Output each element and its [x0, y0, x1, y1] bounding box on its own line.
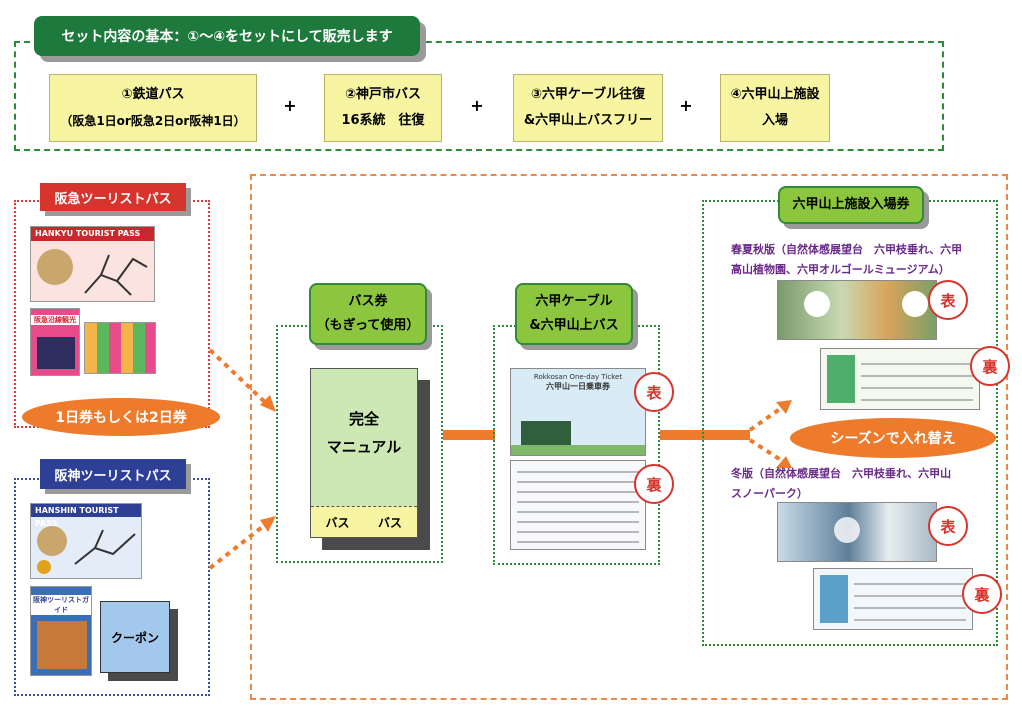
route-map-image: [74, 529, 136, 565]
hankyu-pass-thumbnail: HANKYU TOURIST PASS: [30, 226, 155, 302]
bus-ticket-label: バス券 （もぎって使用）: [309, 283, 427, 345]
front-marker: 表: [634, 372, 674, 412]
component-label: ②神戸市バス: [344, 87, 421, 102]
component-cable: ③六甲ケーブル往復 &六甲山上バスフリー: [513, 74, 663, 142]
cable-to-facility-connector: [660, 430, 750, 440]
cable-label: 六甲ケーブル &六甲山上バス: [515, 283, 633, 345]
summer-ticket-front: [777, 280, 937, 340]
summer-arrow-head: [776, 400, 792, 414]
hanshin-pass-title: 阪神ツーリストパス: [40, 459, 186, 489]
plus-sign: +: [679, 96, 693, 115]
component-label: ④六甲山上施設: [730, 87, 820, 102]
manual-label-line2: マニュアル: [326, 438, 402, 456]
hanshin-guide-thumbnail: 阪神ツーリストガイド: [30, 586, 92, 676]
coin-image: [37, 526, 67, 556]
component-sublabel: &六甲山上バスフリー: [523, 113, 653, 128]
hanshin-arrow-head: [260, 516, 276, 532]
summer-arrow-line: [748, 404, 786, 432]
component-sublabel: 入場: [761, 113, 788, 128]
summer-desc-line2: 高山植物園、六甲オルゴールミュージアム）: [731, 263, 950, 276]
facility-label-text: 六甲山上施設入場券: [792, 197, 910, 212]
summer-desc-line1: 春夏秋版（自然体感展望台 六甲枝垂れ、六甲: [731, 243, 963, 256]
component-sublabel: （阪急1日or阪急2日or阪神1日）: [60, 114, 246, 128]
coupon-label: クーポン: [110, 630, 159, 645]
ticket-duration-badge: 1日券もしくは2日券: [22, 398, 220, 436]
hankyu-guide-thumbnail: 阪急沿線観光: [30, 308, 80, 376]
manual-label-line1: 完全: [348, 410, 379, 428]
cable-ticket-jp: 六甲山一日乗車券: [546, 382, 610, 391]
coin-image: [37, 249, 73, 285]
front-marker: 表: [928, 506, 968, 546]
front-marker: 表: [928, 280, 968, 320]
component-label: ③六甲ケーブル往復: [530, 87, 646, 102]
set-package-frame: [250, 174, 1008, 700]
component-kobe-bus: ②神戸市バス 16系統 往復: [324, 74, 442, 142]
hanshin-guide-label: 阪神ツーリストガイド: [31, 595, 91, 615]
cable-label-text: 六甲ケーブル: [535, 294, 613, 309]
bus-ticket-manual: 完全 マニュアル バス バス: [310, 368, 418, 538]
facility-label: 六甲山上施設入場券: [778, 186, 924, 224]
hankyu-pass-title: 阪急ツーリストパス: [40, 183, 186, 211]
set-contents-header: セット内容の基本：①～④をセットにして販売します: [34, 16, 420, 56]
ticket-duration-text: 1日券もしくは2日券: [55, 410, 187, 426]
route-map-image: [84, 254, 148, 296]
component-rail-pass: ①鉄道パス （阪急1日or阪急2日or阪神1日）: [49, 74, 257, 142]
winter-arrow-line: [748, 438, 786, 464]
component-label: ①鉄道パス: [121, 87, 185, 102]
back-marker: 裏: [634, 464, 674, 504]
component-facility: ④六甲山上施設 入場: [720, 74, 830, 142]
hankyu-map-thumbnail: [84, 322, 156, 374]
cable-label-sub: &六甲山上バス: [529, 318, 619, 333]
bus-stub[interactable]: バス: [311, 506, 365, 537]
hankyu-pass-title-text: 阪急ツーリストパス: [54, 191, 172, 207]
winter-arrow-head: [776, 456, 792, 468]
winter-desc-line2: スノーパーク）: [731, 487, 808, 500]
hankyu-arrow-line: [208, 348, 270, 407]
component-sublabel: 16系統 往復: [341, 113, 425, 128]
hanshin-pass-title-text: 阪神ツーリストパス: [54, 468, 172, 484]
plus-sign: +: [470, 96, 484, 115]
cable-ticket-back: [510, 460, 646, 550]
set-contents-frame: [14, 41, 944, 151]
bus-ticket-label-text: バス券: [348, 294, 388, 309]
season-swap-text: シーズンで入れ替え: [830, 431, 956, 447]
bus-stub[interactable]: バス: [363, 506, 417, 537]
season-swap-badge: シーズンで入れ替え: [790, 418, 996, 458]
hanshin-thumb-banner: HANSHIN TOURIST PASS: [31, 504, 141, 528]
bus-to-cable-connector: [443, 430, 495, 440]
hanshin-pass-thumbnail: HANSHIN TOURIST PASS: [30, 503, 142, 579]
winter-edition-desc: 冬版（自然体感展望台 六甲枝垂れ、六甲山 スノーパーク）: [731, 464, 996, 504]
summer-edition-desc: 春夏秋版（自然体感展望台 六甲枝垂れ、六甲 高山植物園、六甲オルゴールミュージア…: [731, 240, 996, 280]
cable-ticket-front: Rokkosan One-day Ticket 六甲山一日乗車券: [510, 368, 646, 456]
coupon-box: クーポン: [100, 601, 170, 673]
summer-ticket-back: [820, 348, 980, 410]
back-marker: 裏: [962, 574, 1002, 614]
hankyu-thumb-banner: HANKYU TOURIST PASS: [31, 227, 154, 241]
winter-desc-line1: 冬版（自然体感展望台 六甲枝垂れ、六甲山: [731, 467, 952, 480]
cable-car-image: [521, 421, 571, 447]
cable-ticket-en: Rokkosan One-day Ticket: [533, 373, 623, 381]
hanshin-arrow-line: [208, 522, 268, 570]
set-contents-title: セット内容の基本：①～④をセットにして販売します: [61, 29, 393, 45]
hankyu-guide-label: 阪急沿線観光: [31, 315, 79, 325]
winter-ticket-back: [813, 568, 973, 630]
hankyu-arrow-head: [260, 395, 276, 412]
back-marker: 裏: [970, 346, 1010, 386]
winter-ticket-front: [777, 502, 937, 562]
plus-sign: +: [283, 96, 297, 115]
bus-ticket-label-sub: （もぎって使用）: [316, 318, 420, 333]
